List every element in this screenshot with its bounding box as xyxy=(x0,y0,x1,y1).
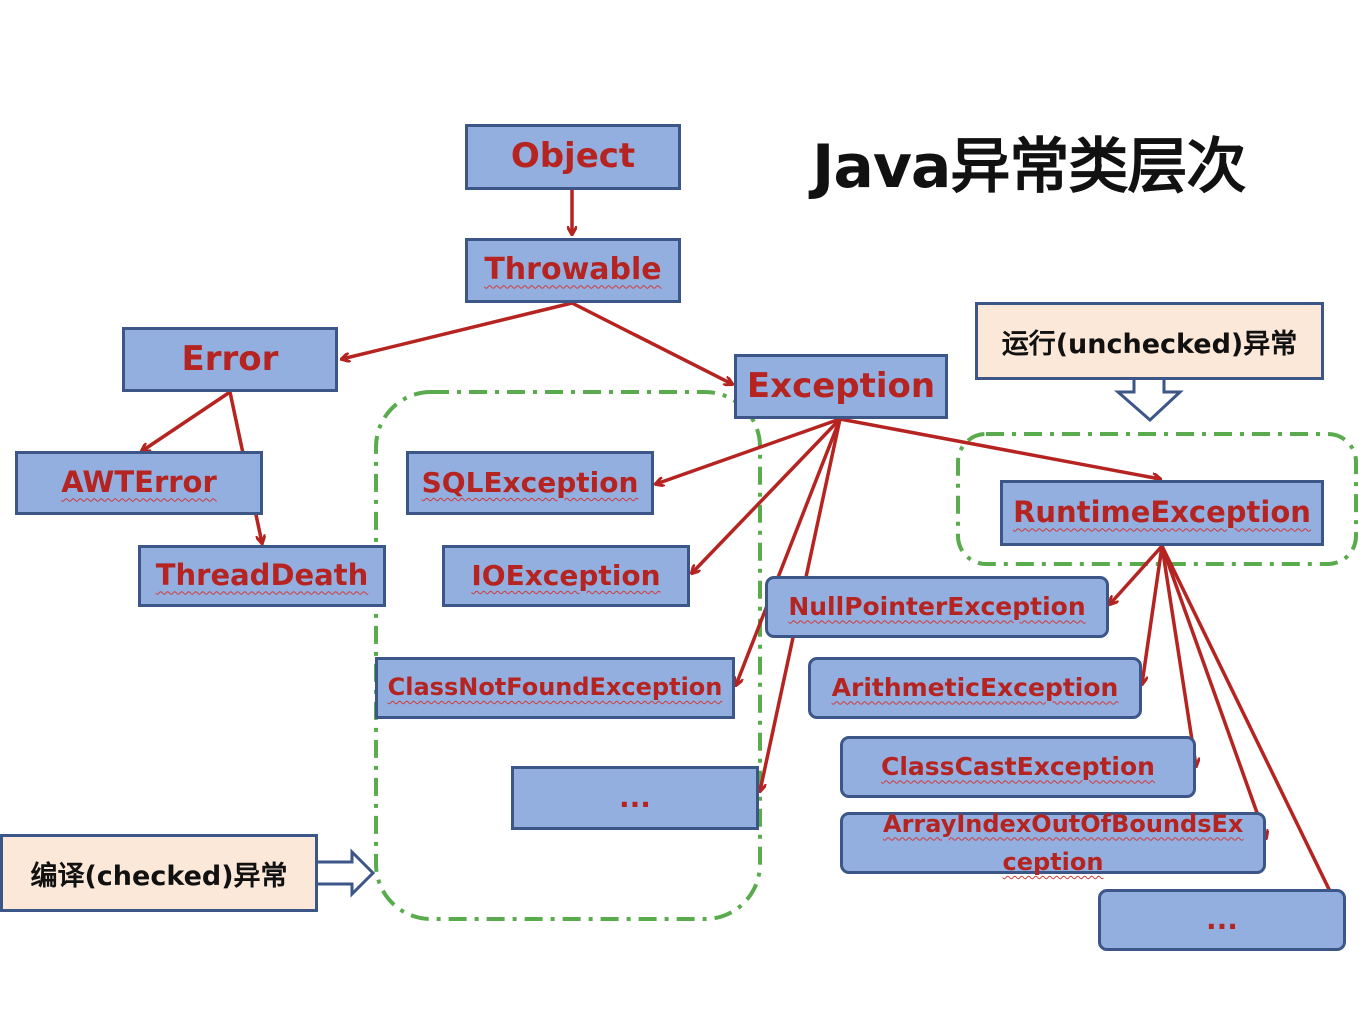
arrow-runtime-arrayindex xyxy=(1160,545,1266,838)
exception-label: Exception xyxy=(746,365,936,406)
threaddeath-node: ThreadDeath xyxy=(138,545,386,607)
throwable-node: Throwable xyxy=(465,238,681,303)
runtime-more-node: ... xyxy=(1098,889,1346,951)
runtime-exception-label: RuntimeException xyxy=(1013,495,1311,530)
nullpointer-label: NullPointerException xyxy=(788,591,1086,621)
object-node: Object xyxy=(465,124,681,190)
awterror-label: AWTError xyxy=(61,465,217,500)
checked-more-label: ... xyxy=(619,780,651,814)
arrayindex-label: ArrayIndexOutOfBoundsEx ception xyxy=(883,809,1244,876)
exception-node: Exception xyxy=(734,354,948,419)
sqlexception-node: SQLException xyxy=(406,451,654,515)
runtime-exception-node: RuntimeException xyxy=(1000,480,1324,546)
classcast-node: ClassCastException xyxy=(840,736,1196,798)
unchecked-exceptions-group xyxy=(956,432,1358,566)
arrow-error-awterror xyxy=(142,390,231,451)
ioexception-node: IOException xyxy=(442,545,690,607)
classnotfound-node: ClassNotFoundException xyxy=(375,657,735,719)
classnotfound-label: ClassNotFoundException xyxy=(387,673,723,702)
ioexception-label: IOException xyxy=(471,558,661,592)
arrow-throwable-error xyxy=(342,301,573,359)
arrow-runtime-more xyxy=(1160,545,1342,916)
arithmetic-node: ArithmeticException xyxy=(808,657,1142,719)
arrow-exception-classnotfound xyxy=(736,418,842,685)
error-label: Error xyxy=(181,338,279,379)
checked-exceptions-group xyxy=(374,390,762,921)
awterror-node: AWTError xyxy=(15,451,263,515)
arrow-throwable-exception xyxy=(571,301,732,384)
checked-callout: 编译(checked)异常 xyxy=(0,834,318,912)
object-label: Object xyxy=(510,136,636,177)
checked-callout-pointer xyxy=(318,848,376,898)
threaddeath-label: ThreadDeath xyxy=(155,558,369,593)
unchecked-callout: 运行(unchecked)异常 xyxy=(975,302,1324,380)
runtime-more-label: ... xyxy=(1206,902,1238,936)
arrow-exception-sqlexception xyxy=(656,417,841,484)
throwable-label: Throwable xyxy=(484,252,662,288)
classcast-label: ClassCastException xyxy=(881,751,1155,781)
sqlexception-label: SQLException xyxy=(421,465,639,499)
arrow-runtime-classcast xyxy=(1160,545,1196,766)
checked-more-node: ... xyxy=(511,766,759,830)
arrayindex-node: ArrayIndexOutOfBoundsEx ception xyxy=(840,810,1266,876)
unchecked-callout-pointer xyxy=(1114,380,1184,423)
arrow-exception-runtime xyxy=(839,417,1160,479)
nullpointer-node: NullPointerException xyxy=(765,576,1109,638)
arithmetic-label: ArithmeticException xyxy=(831,672,1119,702)
diagram-title: Java异常类层次 xyxy=(812,132,1246,202)
arrow-runtime-nullpointer xyxy=(1110,544,1164,604)
arrow-exception-ioexception xyxy=(692,417,842,573)
arrow-runtime-arithmetic xyxy=(1142,545,1164,684)
error-node: Error xyxy=(122,327,338,392)
